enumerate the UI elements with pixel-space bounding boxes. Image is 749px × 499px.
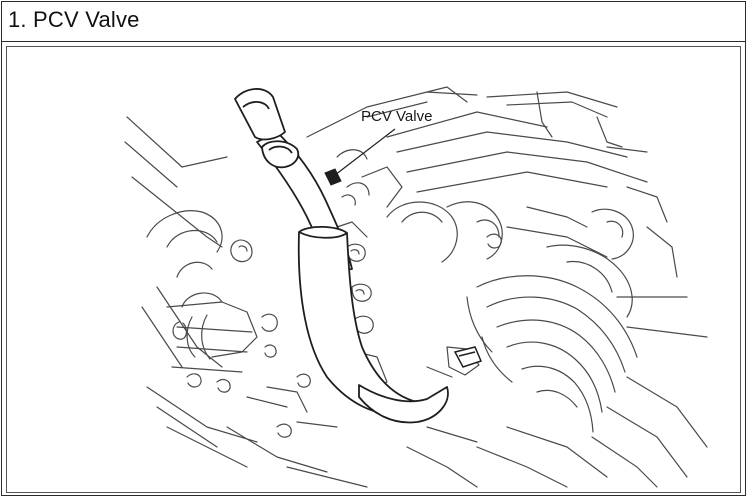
bracket-and-bolts xyxy=(296,221,480,418)
diagram-panel: PCV Valve xyxy=(6,46,741,493)
figure-header: 1. PCV Valve xyxy=(2,2,745,42)
engine-block-left xyxy=(124,116,368,488)
pcv-valve-callout: PCV Valve xyxy=(361,108,432,125)
callout-leader-line xyxy=(334,128,396,176)
air-duct-right xyxy=(406,275,708,488)
pcv-valve-marker xyxy=(324,168,342,186)
engine-line-drawing: PCV Valve xyxy=(124,86,708,488)
page-title: 1. PCV Valve xyxy=(8,7,140,32)
hose-end-clamp xyxy=(453,346,483,368)
pcv-hose xyxy=(234,88,449,424)
intake-manifold-right xyxy=(306,86,678,318)
